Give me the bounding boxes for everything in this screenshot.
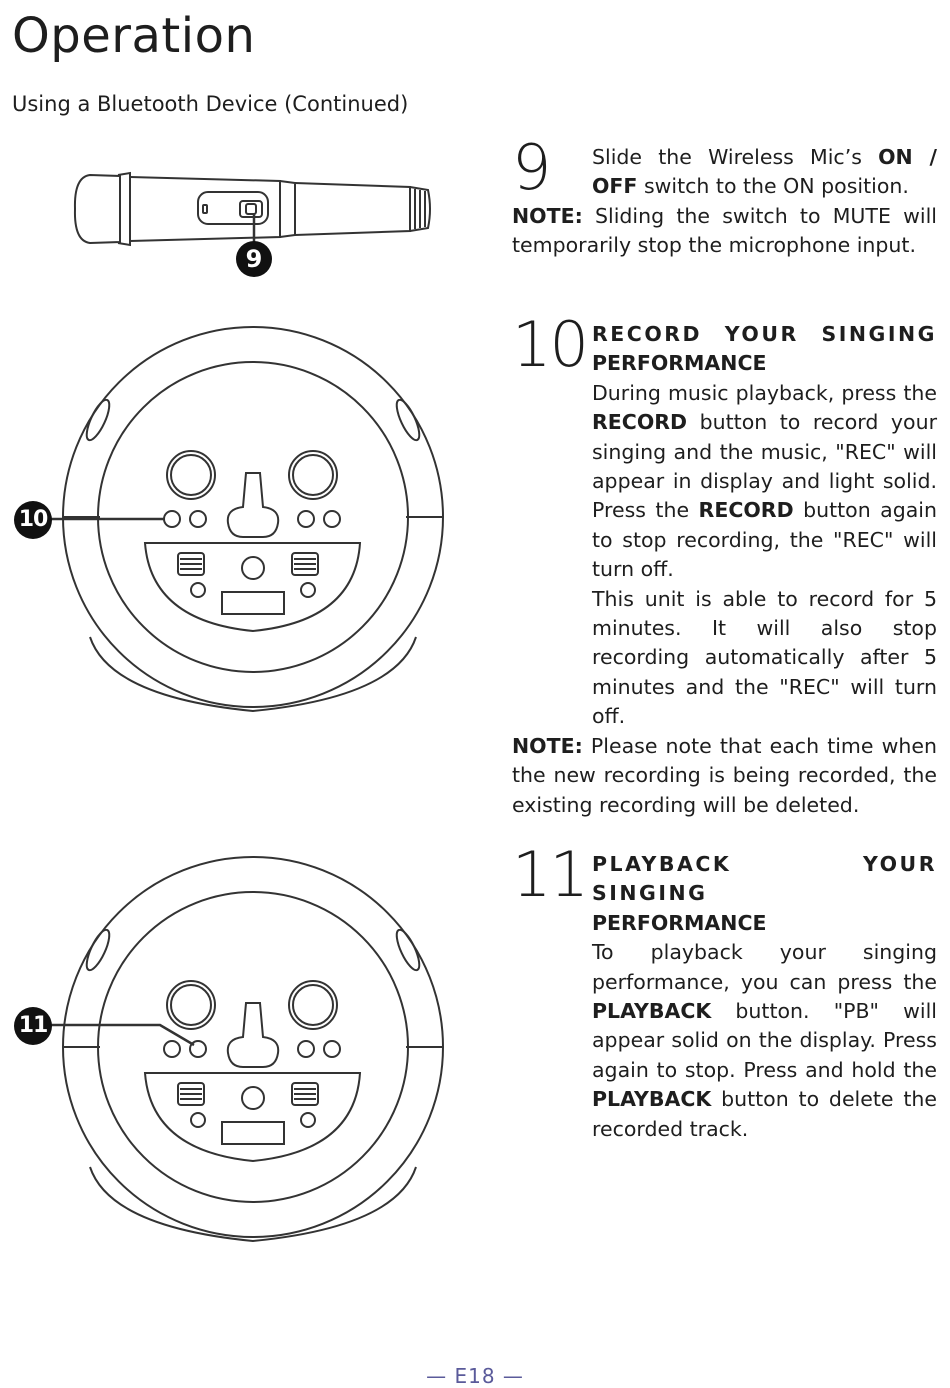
note-label: NOTE:	[512, 733, 583, 758]
page-number: — E18 —	[426, 1364, 524, 1388]
step-number-11: 11	[512, 838, 589, 911]
page-subtitle: Using a Bluetooth Device (Continued)	[12, 92, 409, 116]
step-9-text: Slide the Wireless Mic’s	[592, 145, 879, 169]
step-9-text-end: switch to the ON position.	[637, 174, 909, 199]
callout-11-label: 11	[18, 1013, 49, 1038]
step-11-paragraph: To playback your singing performance, yo…	[592, 938, 937, 1144]
step-11-body: PLAYBACK YOUR SINGING PERFORMANCE To pla…	[592, 850, 937, 1144]
step-10-paragraph-2: This unit is able to record for 5 minute…	[592, 586, 937, 729]
speaker-top-view-playback: 11	[10, 855, 450, 1249]
microphone-drawing	[73, 171, 431, 247]
step-11-heading-2: PERFORMANCE	[592, 910, 767, 935]
note-label: NOTE:	[512, 203, 583, 228]
step-11: 11 PLAYBACK YOUR SINGING PERFORMANCE To …	[512, 844, 937, 1144]
playback-term: PLAYBACK	[592, 1087, 712, 1112]
callout-badge-11: 11	[14, 1007, 52, 1045]
note-text: Sliding the switch to MUTE will temporar…	[512, 203, 937, 258]
note-text: Please note that each time when the new …	[512, 733, 937, 817]
step-number-9: 9	[512, 131, 551, 204]
step-11-heading: PLAYBACK YOUR SINGING	[592, 852, 937, 906]
playback-term: PLAYBACK	[592, 999, 712, 1024]
step-10-heading: RECORD YOUR SINGING	[592, 322, 937, 346]
speaker-top-view-record: 10	[10, 325, 450, 719]
callout-10-label: 10	[18, 507, 49, 532]
step-10-body: RECORD YOUR SINGING PERFORMANCE During m…	[592, 320, 937, 732]
record-term: RECORD	[698, 498, 794, 523]
callout-9-label: 9	[245, 245, 263, 273]
step-10: 10 RECORD YOUR SINGING PERFORMANCE Durin…	[512, 314, 937, 820]
record-term: RECORD	[592, 410, 688, 435]
step-9-bold-term: ON / OFF	[592, 145, 937, 199]
speaker-drawing-record	[50, 326, 444, 713]
p-text: button to delete the recorded track.	[592, 1087, 937, 1141]
step-10-heading-2: PERFORMANCE	[592, 351, 767, 376]
step-number-10: 10	[512, 308, 589, 381]
callout-badge-9: 9	[236, 241, 272, 277]
page-title: Operation	[12, 8, 256, 64]
step-10-paragraph-1: During music playback, press the RECORD …	[592, 379, 937, 585]
p-text: button again to stop recording, the "REC…	[592, 498, 937, 582]
step-10-note: NOTE: Please note that each time when th…	[512, 732, 937, 820]
microphone-illustration: 9	[70, 165, 440, 289]
p-text: To playback your singing performance, yo…	[592, 940, 937, 994]
p-text: button. "PB" will appear solid on the di…	[592, 999, 937, 1082]
p-text: button to record your singing and the mu…	[592, 410, 937, 523]
step-9: 9 Slide the Wireless Mic’s ON / OFF swit…	[512, 137, 937, 261]
step-9-instruction: Slide the Wireless Mic’s ON / OFF switch…	[592, 143, 937, 202]
p-text: During music playback, press the	[592, 380, 937, 405]
speaker-drawing-playback	[50, 856, 444, 1243]
step-9-note: NOTE: Sliding the switch to MUTE will te…	[512, 202, 937, 261]
callout-badge-10: 10	[14, 501, 52, 539]
